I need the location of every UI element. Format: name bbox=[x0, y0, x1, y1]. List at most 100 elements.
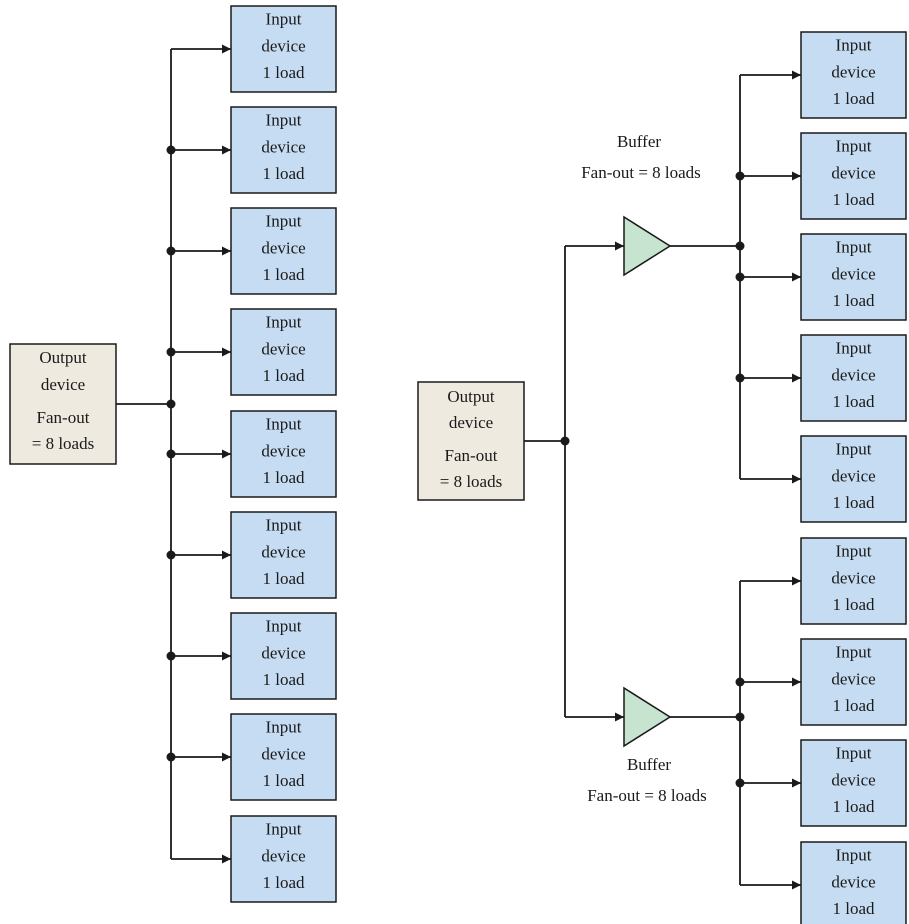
input-device-line2: device bbox=[831, 770, 875, 789]
junction-dot bbox=[735, 373, 745, 383]
input-device-box bbox=[800, 132, 907, 220]
input-device-line3: 1 load bbox=[832, 291, 875, 310]
left-input-device-1: Input device 1 load bbox=[230, 5, 337, 93]
left-output-line2: device bbox=[41, 375, 85, 394]
right-output-line2: device bbox=[449, 413, 493, 432]
buffer-bottom bbox=[623, 686, 672, 748]
input-device-line3: 1 load bbox=[832, 493, 875, 512]
right-output-line3: Fan-out bbox=[445, 446, 498, 465]
input-device-line3: 1 load bbox=[832, 89, 875, 108]
buffer-top-triangle bbox=[623, 215, 672, 277]
left-output-device-box bbox=[9, 343, 117, 465]
input-device-line2: device bbox=[261, 36, 305, 55]
input-device-box bbox=[800, 435, 907, 523]
input-device-line1: Input bbox=[266, 820, 302, 839]
left-input-device-7: Input device 1 load bbox=[230, 612, 337, 700]
input-device-line3: 1 load bbox=[262, 63, 305, 82]
buffer-bottom-fanout: Fan-out = 8 loads bbox=[587, 786, 707, 805]
input-device-line2: device bbox=[261, 744, 305, 763]
input-device-box bbox=[230, 713, 337, 801]
input-device-line2: device bbox=[831, 62, 875, 81]
buffer-top bbox=[623, 215, 672, 277]
input-device-line1: Input bbox=[266, 415, 302, 434]
input-device-box bbox=[230, 410, 337, 498]
input-device-line3: 1 load bbox=[832, 797, 875, 816]
input-device-line1: Input bbox=[266, 10, 302, 29]
input-device-box bbox=[230, 815, 337, 903]
input-device-box bbox=[800, 841, 907, 924]
input-device-line3: 1 load bbox=[262, 670, 305, 689]
input-device-line3: 1 load bbox=[832, 190, 875, 209]
junction-dot bbox=[735, 712, 745, 722]
left-input-device-2: Input device 1 load bbox=[230, 106, 337, 194]
junction-dot bbox=[735, 272, 745, 282]
right-output-device: Output device Fan-out = 8 loads bbox=[417, 381, 525, 501]
junction-dot bbox=[560, 436, 570, 446]
input-device-line1: Input bbox=[836, 339, 872, 358]
buffer-top-fanout: Fan-out = 8 loads bbox=[581, 163, 701, 182]
input-device-line3: 1 load bbox=[262, 873, 305, 892]
junction-dot bbox=[166, 145, 176, 155]
input-device-line1: Input bbox=[266, 313, 302, 332]
input-device-line2: device bbox=[831, 568, 875, 587]
input-device-line2: device bbox=[831, 264, 875, 283]
input-device-line2: device bbox=[261, 339, 305, 358]
junction-dot bbox=[166, 449, 176, 459]
junction-dot bbox=[166, 399, 176, 409]
input-device-line1: Input bbox=[836, 137, 872, 156]
left-output-line1: Output bbox=[39, 348, 87, 367]
left-input-device-4: Input device 1 load bbox=[230, 308, 337, 396]
input-device-line2: device bbox=[261, 137, 305, 156]
right-output-line1: Output bbox=[447, 387, 495, 406]
right-output-line4: = 8 loads bbox=[440, 472, 502, 491]
right-top-input-device-1: Input device 1 load bbox=[800, 31, 907, 119]
input-device-line3: 1 load bbox=[262, 468, 305, 487]
input-device-box bbox=[800, 334, 907, 422]
input-device-line2: device bbox=[831, 163, 875, 182]
input-device-line3: 1 load bbox=[832, 696, 875, 715]
right-top-input-device-2: Input device 1 load bbox=[800, 132, 907, 220]
input-device-line1: Input bbox=[266, 212, 302, 231]
input-device-line1: Input bbox=[836, 36, 872, 55]
junction-dot bbox=[166, 651, 176, 661]
input-device-box bbox=[800, 233, 907, 321]
input-device-line2: device bbox=[261, 542, 305, 561]
input-device-box bbox=[800, 638, 907, 726]
right-output-device-box bbox=[417, 381, 525, 501]
input-device-line3: 1 load bbox=[262, 164, 305, 183]
input-device-line1: Input bbox=[266, 516, 302, 535]
input-device-line1: Input bbox=[836, 643, 872, 662]
input-device-line1: Input bbox=[836, 440, 872, 459]
input-device-box bbox=[800, 31, 907, 119]
input-device-box bbox=[800, 537, 907, 625]
input-device-line1: Input bbox=[266, 617, 302, 636]
input-device-line1: Input bbox=[836, 744, 872, 763]
input-device-box bbox=[230, 511, 337, 599]
input-device-line2: device bbox=[831, 872, 875, 891]
input-device-box bbox=[230, 612, 337, 700]
junction-dot bbox=[166, 246, 176, 256]
junction-dot bbox=[735, 778, 745, 788]
junction-dot bbox=[166, 752, 176, 762]
left-output-line4: = 8 loads bbox=[32, 434, 94, 453]
input-device-box bbox=[230, 207, 337, 295]
input-device-line3: 1 load bbox=[262, 366, 305, 385]
input-device-line1: Input bbox=[266, 111, 302, 130]
input-device-line2: device bbox=[261, 643, 305, 662]
junction-dot bbox=[166, 550, 176, 560]
junction-dot bbox=[735, 171, 745, 181]
junction-dot bbox=[735, 241, 745, 251]
left-output-device: Output device Fan-out = 8 loads bbox=[9, 343, 117, 465]
input-device-line2: device bbox=[831, 365, 875, 384]
right-wiring bbox=[524, 70, 801, 890]
